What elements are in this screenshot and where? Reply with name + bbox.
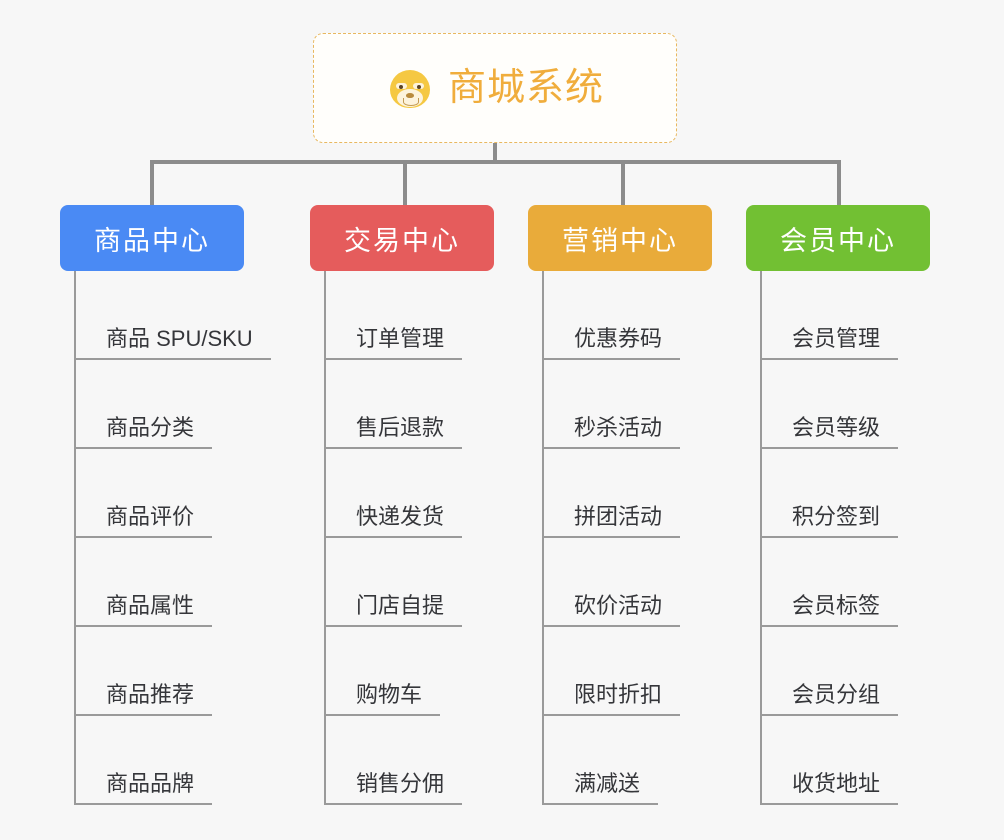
leaf-item[interactable]: 会员管理 bbox=[746, 271, 966, 360]
leaf-item[interactable]: 购物车 bbox=[310, 627, 530, 716]
leaf-label: 商品评价 bbox=[74, 504, 213, 538]
branch-header-2[interactable]: 交易中心 bbox=[310, 205, 494, 271]
leaf-label: 购物车 bbox=[324, 682, 441, 716]
connector-drop-3 bbox=[621, 160, 625, 206]
leaf-item[interactable]: 秒杀活动 bbox=[528, 360, 748, 449]
leaf-label: 商品属性 bbox=[74, 593, 213, 627]
leaf-label: 拼团活动 bbox=[542, 504, 681, 538]
leaf-label: 门店自提 bbox=[324, 593, 463, 627]
branch-header-label-3: 营销中心 bbox=[562, 225, 678, 256]
branch-trunk-3 bbox=[542, 271, 544, 805]
leaf-item[interactable]: 商品推荐 bbox=[60, 627, 310, 716]
leaf-item[interactable]: 满减送 bbox=[528, 716, 748, 805]
leaf-item[interactable]: 商品品牌 bbox=[60, 716, 310, 805]
branch-column-3: 营销中心 优惠券码 秒杀活动 拼团活动 砍价活动 限时折扣 满减送 bbox=[528, 205, 748, 805]
leaf-label: 会员管理 bbox=[760, 326, 899, 360]
leaf-label: 售后退款 bbox=[324, 415, 463, 449]
leaf-label: 会员标签 bbox=[760, 593, 899, 627]
leaf-item[interactable]: 订单管理 bbox=[310, 271, 530, 360]
leaf-item[interactable]: 商品 SPU/SKU bbox=[60, 271, 310, 360]
leaf-label: 砍价活动 bbox=[542, 593, 681, 627]
leaf-list-2: 订单管理 售后退款 快递发货 门店自提 购物车 销售分佣 bbox=[310, 271, 530, 805]
branch-header-label-1: 商品中心 bbox=[94, 225, 210, 256]
leaf-item[interactable]: 收货地址 bbox=[746, 716, 966, 805]
leaf-label: 满减送 bbox=[542, 771, 659, 805]
leaf-item[interactable]: 商品属性 bbox=[60, 538, 310, 627]
leaf-label: 商品品牌 bbox=[74, 771, 213, 805]
leaf-item[interactable]: 拼团活动 bbox=[528, 449, 748, 538]
leaf-label: 商品推荐 bbox=[74, 682, 213, 716]
leaf-label: 秒杀活动 bbox=[542, 415, 681, 449]
leaf-item[interactable]: 门店自提 bbox=[310, 538, 530, 627]
leaf-item[interactable]: 商品分类 bbox=[60, 360, 310, 449]
leaf-item[interactable]: 积分签到 bbox=[746, 449, 966, 538]
branch-trunk-2 bbox=[324, 271, 326, 805]
leaf-item[interactable]: 砍价活动 bbox=[528, 538, 748, 627]
connector-drop-2 bbox=[403, 160, 407, 206]
leaf-item[interactable]: 快递发货 bbox=[310, 449, 530, 538]
leaf-label: 会员分组 bbox=[760, 682, 899, 716]
branch-header-3[interactable]: 营销中心 bbox=[528, 205, 712, 271]
leaf-item[interactable]: 售后退款 bbox=[310, 360, 530, 449]
leaf-list-3: 优惠券码 秒杀活动 拼团活动 砍价活动 限时折扣 满减送 bbox=[528, 271, 748, 805]
leaf-label: 商品分类 bbox=[74, 415, 213, 449]
leaf-label: 收货地址 bbox=[760, 771, 899, 805]
leaf-item[interactable]: 销售分佣 bbox=[310, 716, 530, 805]
leaf-list-4: 会员管理 会员等级 积分签到 会员标签 会员分组 收货地址 bbox=[746, 271, 966, 805]
root-node[interactable]: 商城系统 bbox=[313, 33, 677, 143]
leaf-label: 订单管理 bbox=[324, 326, 463, 360]
leaf-label: 会员等级 bbox=[760, 415, 899, 449]
branch-trunk-1 bbox=[74, 271, 76, 805]
leaf-label: 销售分佣 bbox=[324, 771, 463, 805]
branch-header-1[interactable]: 商品中心 bbox=[60, 205, 244, 271]
branch-column-2: 交易中心 订单管理 售后退款 快递发货 门店自提 购物车 销售分佣 bbox=[310, 205, 530, 805]
leaf-label: 商品 SPU/SKU bbox=[74, 326, 271, 360]
shiba-inu-icon bbox=[386, 64, 434, 112]
branch-header-4[interactable]: 会员中心 bbox=[746, 205, 930, 271]
leaf-item[interactable]: 限时折扣 bbox=[528, 627, 748, 716]
leaf-label: 限时折扣 bbox=[542, 682, 681, 716]
branch-column-1: 商品中心 商品 SPU/SKU 商品分类 商品评价 商品属性 商品推荐 商品品牌 bbox=[60, 205, 310, 805]
connector-bus bbox=[150, 160, 841, 164]
leaf-list-1: 商品 SPU/SKU 商品分类 商品评价 商品属性 商品推荐 商品品牌 bbox=[60, 271, 310, 805]
connector-drop-4 bbox=[837, 160, 841, 206]
leaf-label: 积分签到 bbox=[760, 504, 899, 538]
leaf-item[interactable]: 会员等级 bbox=[746, 360, 966, 449]
leaf-label: 快递发货 bbox=[324, 504, 463, 538]
branch-header-label-2: 交易中心 bbox=[344, 225, 460, 256]
connector-root-stem bbox=[493, 143, 497, 164]
root-title: 商城系统 bbox=[447, 67, 604, 109]
leaf-item[interactable]: 优惠券码 bbox=[528, 271, 748, 360]
branch-header-label-4: 会员中心 bbox=[780, 225, 896, 256]
leaf-label: 优惠券码 bbox=[542, 326, 681, 360]
connector-drop-1 bbox=[150, 160, 154, 206]
branch-column-4: 会员中心 会员管理 会员等级 积分签到 会员标签 会员分组 收货地址 bbox=[746, 205, 966, 805]
leaf-item[interactable]: 会员分组 bbox=[746, 627, 966, 716]
leaf-item[interactable]: 会员标签 bbox=[746, 538, 966, 627]
branch-trunk-4 bbox=[760, 271, 762, 805]
leaf-item[interactable]: 商品评价 bbox=[60, 449, 310, 538]
